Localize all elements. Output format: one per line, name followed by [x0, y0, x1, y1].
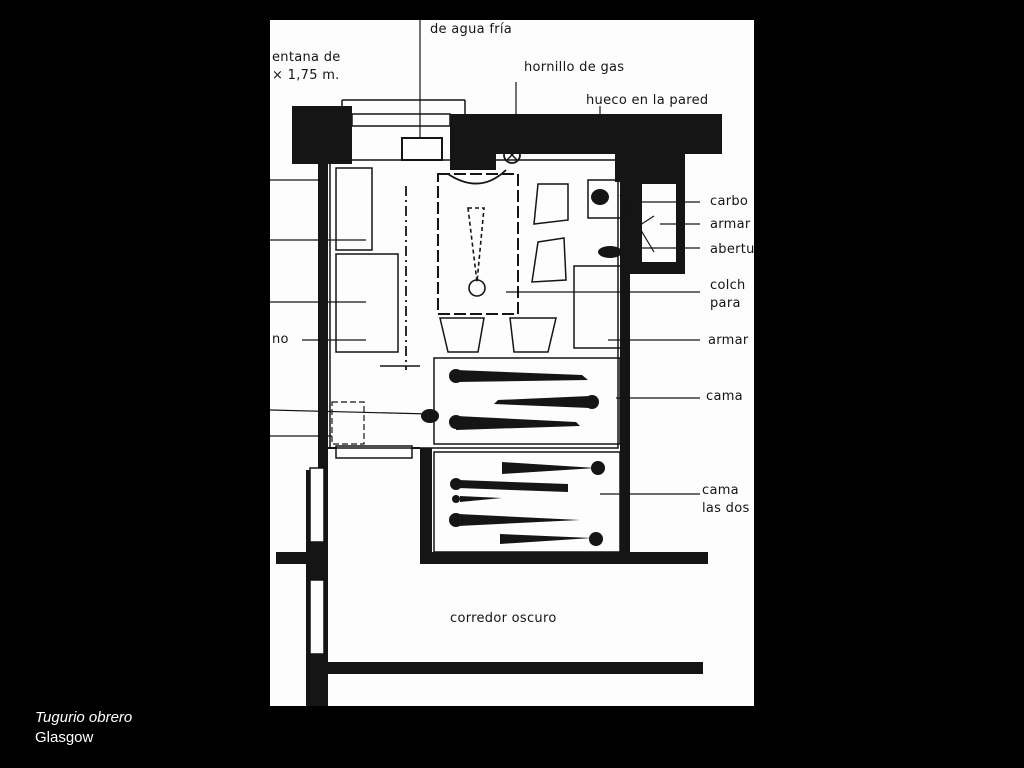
gas-ring	[503, 146, 521, 164]
right-jamb	[615, 138, 685, 182]
sleeper-3	[456, 416, 580, 430]
coal-box	[587, 179, 631, 219]
stool-3	[439, 317, 485, 353]
caption-subtitle: Glasgow	[35, 729, 94, 746]
opening-symbol	[598, 246, 622, 258]
bed-recess-inner	[433, 451, 621, 553]
gas-ring-x2	[505, 148, 519, 162]
slide-caption: Tugurio obrero Glasgow	[35, 708, 132, 748]
box-symbol	[421, 409, 439, 423]
label-armario-2: armar	[708, 333, 749, 348]
label-ventana: entana de	[272, 50, 341, 65]
label-colchon: colch	[710, 278, 746, 293]
bed-main	[433, 357, 621, 445]
stool-1	[533, 183, 569, 225]
label-carbon: carbo	[710, 194, 749, 209]
left-stub	[276, 552, 316, 564]
window-box	[401, 137, 443, 161]
label-ventana-medida: × 1,75 m.	[272, 68, 340, 83]
sleepers	[421, 189, 622, 546]
sleeper-1	[456, 370, 588, 382]
top-wall-left-block	[292, 106, 352, 164]
chair-symbol	[467, 207, 485, 283]
left-cabinet-bottom	[335, 253, 399, 353]
label-hornillo: hornillo de gas	[524, 60, 625, 75]
right-wall	[620, 182, 630, 560]
leader-diag-1	[619, 194, 655, 253]
chimney-breast	[450, 138, 496, 170]
label-agua-fria: de agua fría	[430, 22, 513, 37]
lamp-symbol	[468, 279, 486, 297]
left-wall	[318, 160, 328, 580]
sleeper-6	[460, 496, 502, 502]
table	[437, 173, 519, 315]
sleeper-8	[500, 534, 592, 544]
label-corredor: corredor oscuro	[450, 611, 557, 626]
stool-4	[509, 317, 557, 353]
caption-title: Tugurio obrero	[35, 709, 133, 726]
sleeper-4	[502, 462, 596, 474]
left-door-1	[309, 467, 325, 543]
coal-symbol	[591, 189, 609, 205]
left-cabinet-top	[335, 167, 373, 251]
sleeper-2	[494, 396, 590, 408]
left-door-2	[309, 579, 325, 655]
label-cama-2b: las dos	[702, 501, 750, 516]
bed-recess-wall-bottom	[420, 552, 708, 564]
label-armario-1: armar	[710, 217, 751, 232]
leader-left-5	[270, 409, 431, 415]
stool-2	[531, 237, 567, 283]
mattress-box	[573, 265, 627, 349]
label-no: no	[272, 332, 289, 347]
gas-hob-arc	[447, 169, 507, 185]
floor-plan-figure: de agua fría entana de × 1,75 m. hornill…	[270, 20, 754, 706]
label-cama-1: cama	[706, 389, 743, 404]
left-small-box	[331, 401, 365, 445]
sleeper-7	[458, 514, 580, 526]
label-abertura: abertu	[710, 242, 754, 257]
label-cama-2: cama	[702, 483, 739, 498]
label-hueco: hueco en la pared	[586, 93, 709, 108]
sleeper-5	[458, 480, 568, 492]
label-colchon-2: para	[710, 296, 741, 311]
corridor-door	[335, 445, 413, 459]
leader-diag-2	[619, 215, 655, 239]
window-sill	[351, 113, 451, 127]
floor-plan-drawing	[270, 20, 722, 706]
bed-recess-wall-left	[420, 448, 432, 564]
room-inner	[329, 159, 619, 449]
right-niche-inner	[642, 184, 676, 262]
corridor-wall	[308, 662, 703, 674]
